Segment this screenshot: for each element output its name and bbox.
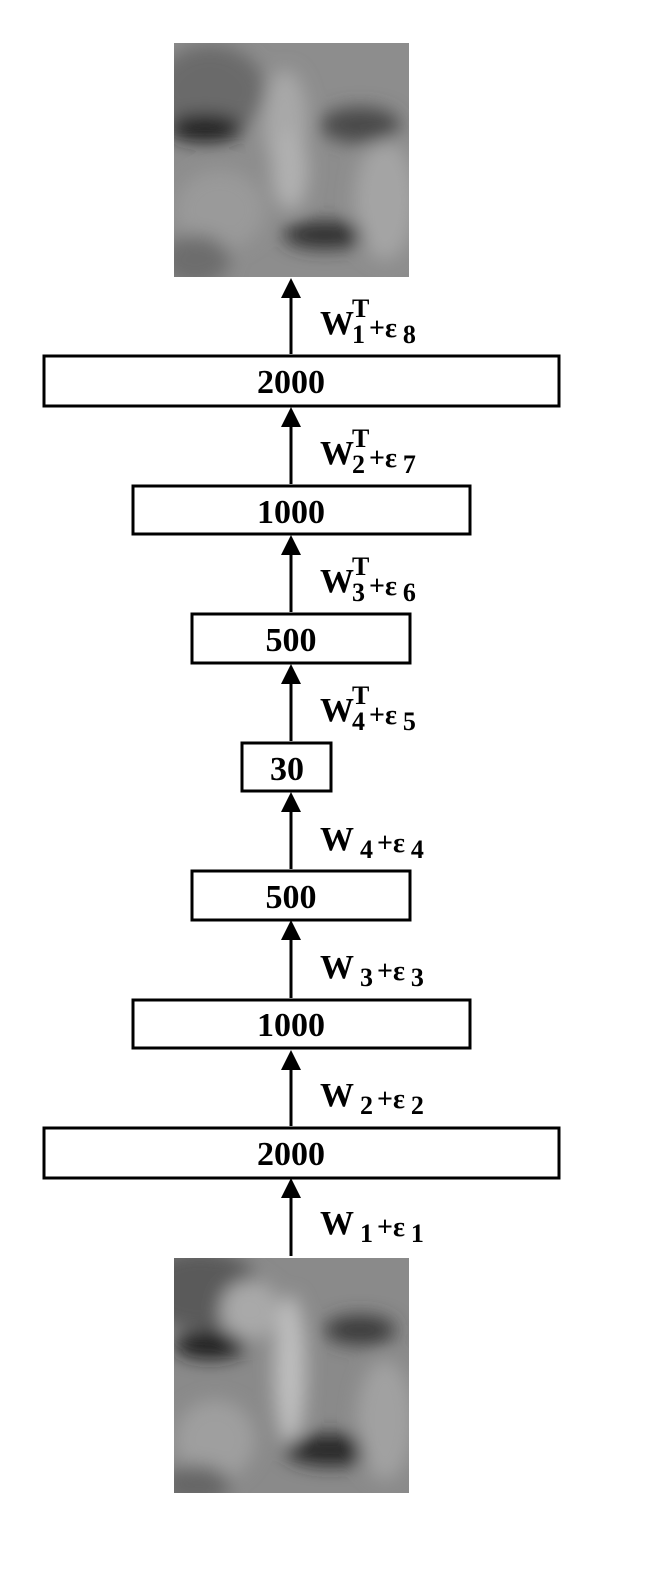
weight-plus: +ε (377, 1212, 405, 1243)
svg-text:WT1+ε8: WT1+ε8 (320, 294, 416, 349)
layer-decoder-2: 1000 (131, 484, 472, 536)
layer-units-label: 500 (266, 622, 317, 659)
arrow-8 (281, 278, 301, 354)
weight-plus: +ε (369, 443, 397, 474)
weight-sub: 1 (360, 1219, 373, 1248)
epsilon-sub: 1 (411, 1219, 424, 1248)
svg-text:W1+ε1: W1+ε1 (320, 1205, 424, 1248)
arrow-7 (281, 407, 301, 484)
svg-text:W4+ε4: W4+ε4 (320, 821, 424, 864)
layer-code: 30 (240, 741, 333, 793)
svg-text:WT2+ε7: WT2+ε7 (320, 424, 416, 479)
weight-base: W (320, 305, 354, 342)
weight-sub: 1 (352, 320, 365, 349)
arrow-5 (281, 664, 301, 741)
arrow-2 (281, 1050, 301, 1126)
weight-base: W (320, 435, 354, 472)
weight-plus: +ε (377, 828, 405, 859)
epsilon-sub: 4 (411, 835, 424, 864)
layer-decoder-1: 500 (190, 612, 412, 665)
weight-sub: 3 (352, 578, 365, 607)
layer-units-label: 500 (266, 879, 317, 916)
epsilon-sub: 3 (411, 963, 424, 992)
input-face-image (174, 1258, 409, 1493)
weight-base: W (320, 1077, 354, 1114)
weight-sup: T (352, 681, 369, 710)
weight-sup: T (352, 294, 369, 323)
layer-units-label: 2000 (257, 1136, 325, 1173)
layer-encoder-1: 2000 (42, 1126, 561, 1180)
layer-encoder-3: 500 (190, 869, 412, 922)
weight-sub: 2 (352, 450, 365, 479)
layer-units-label: 2000 (257, 364, 325, 401)
weight-plus: +ε (377, 1084, 405, 1115)
arrow-3 (281, 920, 301, 998)
weight-base: W (320, 1205, 354, 1242)
weight-sup: T (352, 424, 369, 453)
epsilon-sub: 6 (403, 578, 416, 607)
epsilon-sub: 2 (411, 1091, 424, 1120)
weight-plus: +ε (369, 571, 397, 602)
weight-plus: +ε (369, 700, 397, 731)
arrow-4 (281, 792, 301, 869)
weight-sub: 2 (360, 1091, 373, 1120)
weight-base: W (320, 563, 354, 600)
layer-encoder-2: 1000 (131, 998, 472, 1050)
epsilon-sub: 5 (403, 707, 416, 736)
weight-base: W (320, 821, 354, 858)
layer-units-label: 30 (270, 751, 304, 788)
weight-plus: +ε (377, 956, 405, 987)
weight-sub: 4 (352, 707, 365, 736)
weight-base: W (320, 692, 354, 729)
weight-sub: 3 (360, 963, 373, 992)
layer-units-label: 1000 (257, 494, 325, 531)
epsilon-sub: 7 (403, 450, 416, 479)
svg-text:WT4+ε5: WT4+ε5 (320, 681, 416, 736)
weight-base: W (320, 949, 354, 986)
weight-sup: T (352, 552, 369, 581)
weight-plus: +ε (369, 313, 397, 344)
svg-text:WT3+ε6: WT3+ε6 (320, 552, 416, 607)
output-face-image (174, 43, 409, 277)
epsilon-sub: 8 (403, 320, 416, 349)
svg-text:W2+ε2: W2+ε2 (320, 1077, 424, 1120)
svg-text:W3+ε3: W3+ε3 (320, 949, 424, 992)
arrow-1 (281, 1178, 301, 1256)
layer-units-label: 1000 (257, 1007, 325, 1044)
weight-sub: 4 (360, 835, 373, 864)
layer-decoder-3: 2000 (42, 354, 561, 408)
arrow-6 (281, 535, 301, 612)
